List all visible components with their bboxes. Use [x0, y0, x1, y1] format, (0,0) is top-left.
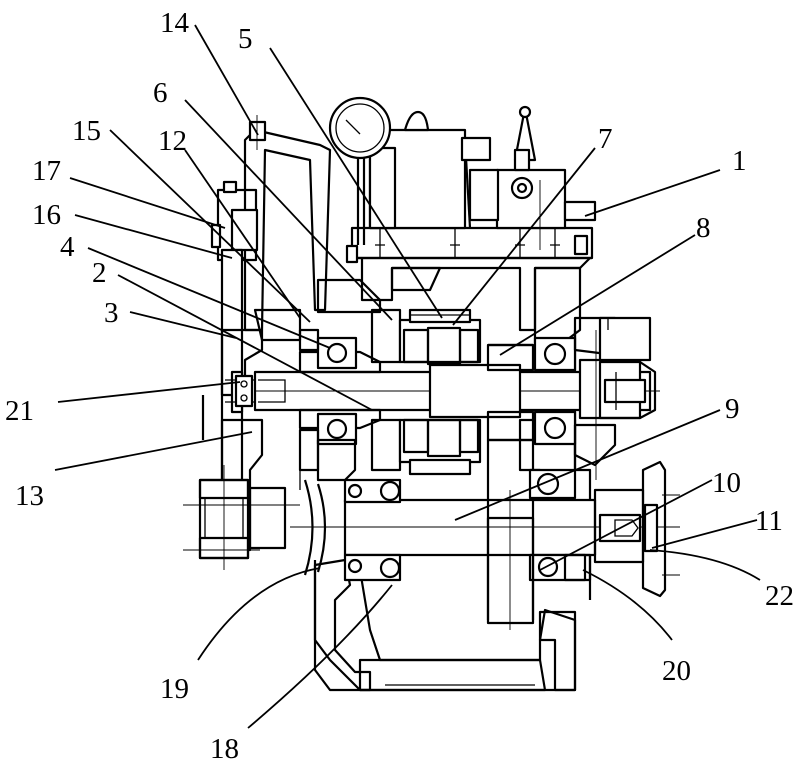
callout-3: 3: [104, 297, 119, 329]
callout-2: 2: [92, 257, 107, 289]
motor-unit: [328, 96, 492, 245]
callout-5: 5: [238, 23, 253, 55]
callout-15: 15: [72, 115, 101, 147]
leader-lines: [54, 24, 761, 729]
callout-16: 16: [32, 199, 61, 231]
callout-17: 17: [32, 155, 61, 187]
output-gear: [486, 490, 535, 630]
callout-18: 18: [210, 733, 239, 765]
structural-details: [298, 180, 597, 490]
callout-8: 8: [696, 212, 711, 244]
input-shaft: [234, 350, 660, 430]
callout-6: 6: [153, 77, 168, 109]
callout-19: 19: [160, 673, 189, 705]
callout-9: 9: [725, 393, 740, 425]
callout-11: 11: [755, 505, 783, 537]
callout-20: 20: [662, 655, 691, 687]
left-cover-bracket: [183, 115, 332, 570]
callout-1: 1: [732, 145, 747, 177]
callout-21: 21: [5, 395, 34, 427]
callout-10: 10: [712, 467, 741, 499]
output-shaft: [290, 460, 680, 598]
main-housing: [313, 226, 594, 692]
callout-13: 13: [15, 480, 44, 512]
brake-lever-unit: [468, 105, 597, 230]
callout-7: 7: [598, 123, 613, 155]
top-plate-bolts: [345, 228, 589, 264]
callout-labels: 1 2 3 4 5 6 7 8 9 10 11 12 13 14 15 16 1…: [5, 7, 794, 765]
callout-22: 22: [765, 580, 794, 612]
callout-12: 12: [158, 125, 187, 157]
callout-4: 4: [60, 231, 75, 263]
callout-14: 14: [160, 7, 190, 39]
